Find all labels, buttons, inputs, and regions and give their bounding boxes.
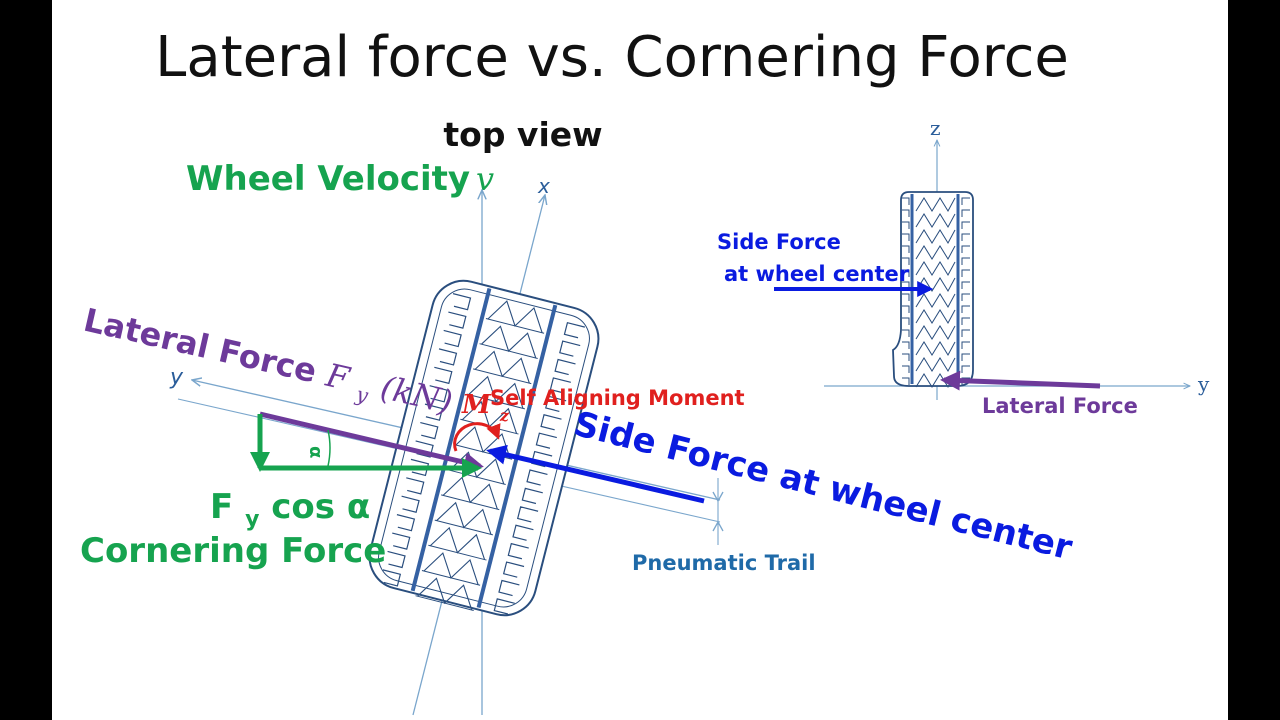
cornering-formula: F y cos α — [210, 487, 370, 535]
side-force-arrow — [486, 444, 705, 504]
slide-title: Lateral force vs. Cornering Force — [155, 25, 1069, 90]
side-view-lateral-force-arrow — [940, 370, 1101, 391]
x-axis-label: x — [537, 174, 550, 198]
velocity-symbol: v — [476, 160, 494, 198]
moment-symbol-m: M — [461, 390, 492, 420]
y-axis-label: y — [169, 365, 184, 390]
self-aligning-moment-label: Self Aligning Moment — [490, 386, 745, 410]
tire-top-view — [368, 279, 600, 617]
top-view-label: top view — [443, 115, 602, 154]
side-view-side-force-line1: Side Force — [717, 230, 841, 254]
alpha-label: α — [305, 446, 326, 458]
lateral-force-subscript: y — [353, 382, 371, 408]
slide: Lateral force vs. Cornering Force top vi… — [52, 0, 1228, 720]
lateral-force-text: Lateral Force — [80, 301, 331, 393]
lateral-force-arrow — [259, 411, 484, 473]
slip-angle-arc — [327, 429, 331, 467]
pneumatic-trail-arrowhead-bottom — [712, 520, 724, 532]
cornering-force-label: Cornering Force — [80, 531, 386, 571]
cornering-formula-subscript: y — [245, 507, 259, 532]
cornering-formula-rest: cos α — [271, 487, 370, 527]
diagram-canvas: Lateral force vs. Cornering Force top vi… — [78, 25, 1210, 716]
y-axis-side-label: y — [1197, 372, 1210, 396]
cornering-formula-symbol: F — [210, 487, 233, 527]
moment-symbol-z: z — [499, 406, 510, 425]
self-aligning-moment-arc — [453, 422, 501, 452]
svg-text:Lateral Force F y: Lateral Force F y (kN) — [78, 301, 456, 429]
tire-groove-left — [410, 287, 492, 592]
z-axis-label: z — [930, 116, 941, 140]
moment-symbol: M z — [461, 390, 510, 425]
tire-tread-pattern — [382, 293, 586, 615]
wheel-velocity-label: Wheel Velocity — [186, 159, 470, 199]
side-view-lateral-force-label: Lateral Force — [982, 394, 1138, 418]
side-view-side-force-line2: at wheel center — [724, 262, 910, 286]
pneumatic-trail-arrowhead-top — [712, 491, 724, 503]
pneumatic-trail-label: Pneumatic Trail — [632, 551, 816, 575]
lateral-force-label: Lateral Force F y (kN) — [78, 301, 456, 429]
